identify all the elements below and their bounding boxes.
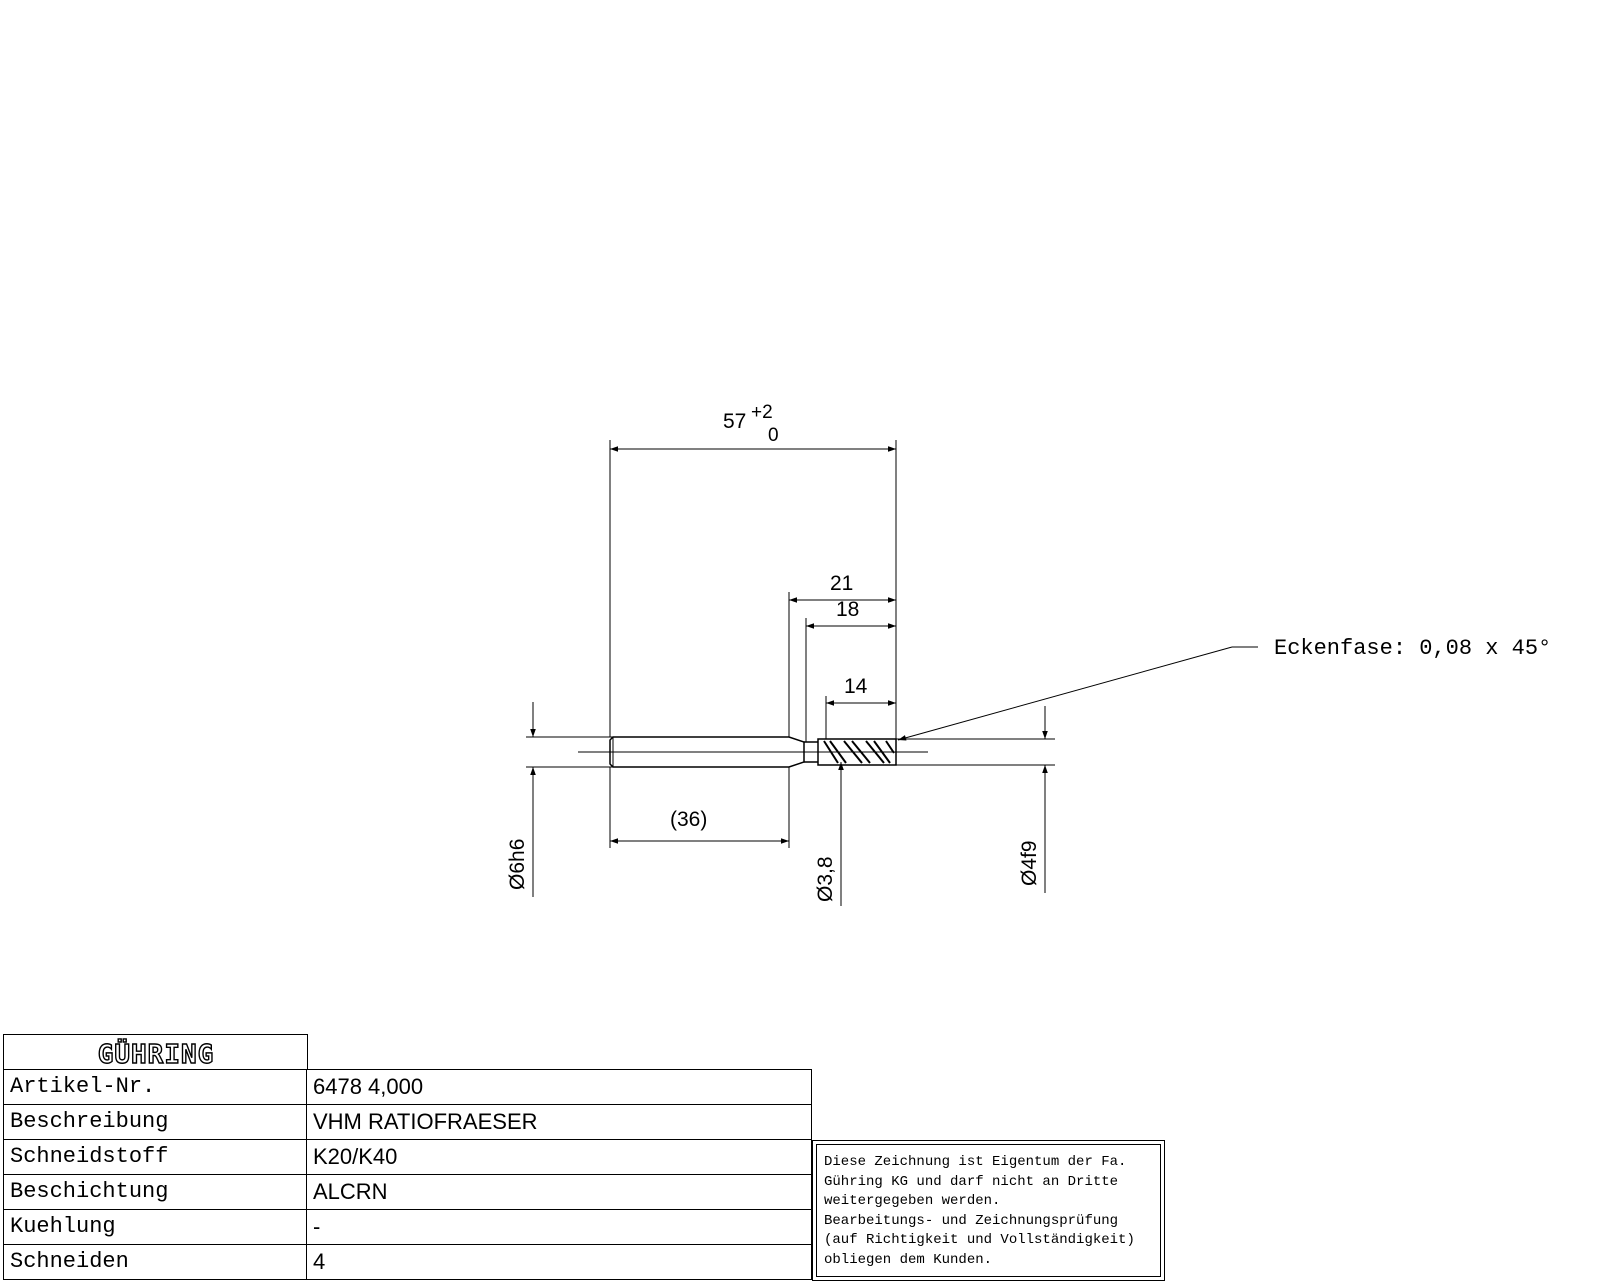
dim-18-value: 18 (836, 598, 859, 621)
row-label-material: Schneidstoff (3, 1139, 308, 1176)
guehring-logo: GÜHRING (97, 1036, 214, 1070)
notice-line: weitergegeben werden. (824, 1193, 1001, 1209)
notice-line: Bearbeitungs- und Zeichnungsprüfung (824, 1212, 1119, 1229)
row-label-description: Beschreibung (3, 1104, 308, 1141)
notice-line: (auf Richtigkeit und Vollständigkeit) (824, 1232, 1135, 1248)
dim-4f9-value: Ø4f9 (1018, 840, 1041, 886)
dim-18 (805, 618, 896, 742)
row-value-article: 6478 4,000 (306, 1069, 812, 1106)
dim-shank-length (609, 767, 790, 848)
row-label-article: Artikel-Nr. (3, 1069, 308, 1106)
dim-3-8-value: Ø3,8 (814, 856, 837, 902)
notice-line: obliegen dem Kunden. (824, 1251, 993, 1268)
dim-57-tol-lower: 0 (768, 425, 779, 446)
row-label-flutes: Schneiden (3, 1244, 308, 1280)
dim-shank-diameter (526, 702, 613, 897)
dim-overall-length (609, 440, 897, 739)
dim-57-value: 57 (723, 410, 746, 433)
dim-14-value: 14 (844, 675, 868, 698)
logo-cell: GÜHRING (3, 1034, 308, 1071)
row-value-description: VHM RATIOFRAESER (306, 1104, 812, 1141)
chamfer-callout: Eckenfase: 0,08 x 45° (1274, 636, 1551, 661)
row-value-flutes: 4 (306, 1244, 812, 1280)
dim-14 (825, 696, 896, 739)
row-value-material: K20/K40 (306, 1139, 812, 1176)
flutes (823, 740, 895, 764)
dim-6h6-value: Ø6h6 (506, 839, 529, 890)
dim-cutter-diameter (896, 706, 1055, 893)
row-label-coating: Beschichtung (3, 1174, 308, 1211)
ownership-notice: Diese Zeichnung ist Eigentum der Fa. Güh… (812, 1140, 1165, 1281)
row-value-cooling: - (306, 1209, 812, 1246)
dim-21 (788, 592, 896, 737)
dim-57-tol-upper: +2 (751, 402, 773, 423)
ownership-notice-inner: Diese Zeichnung ist Eigentum der Fa. Güh… (816, 1144, 1161, 1277)
notice-line: Gühring KG und darf nicht an Dritte (824, 1173, 1119, 1190)
row-value-coating: ALCRN (306, 1174, 812, 1211)
notice-line: Diese Zeichnung ist Eigentum der Fa. (824, 1154, 1127, 1170)
guehring-logo-text: GÜHRING (97, 1037, 214, 1069)
callout-leader (897, 646, 1258, 741)
dim-36-value: (36) (670, 808, 707, 831)
row-label-cooling: Kuehlung (3, 1209, 308, 1246)
dim-21-value: 21 (830, 572, 853, 595)
